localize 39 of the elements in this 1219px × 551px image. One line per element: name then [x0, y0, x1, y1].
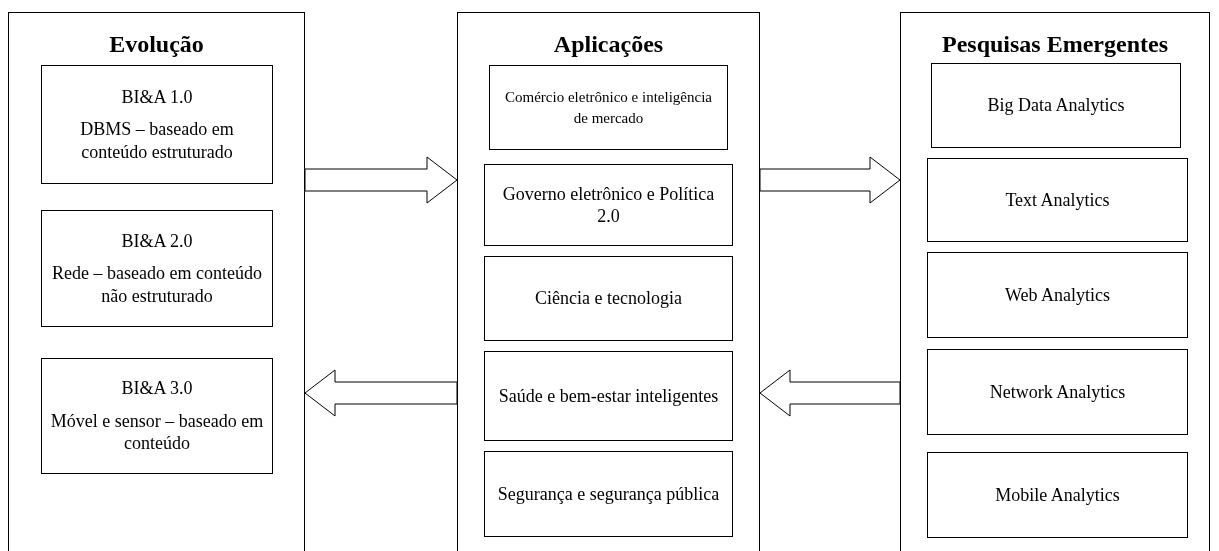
- column-panel: [8, 12, 305, 551]
- panel-title: Evolução: [109, 31, 204, 58]
- box-text: Web Analytics: [1005, 283, 1110, 307]
- text-box: [41, 358, 273, 474]
- panel-title: Pesquisas Emergentes: [942, 31, 1168, 58]
- text-box: [931, 63, 1181, 148]
- box-text: Comércio eletrônico e inteligência de mercado: [504, 88, 713, 128]
- box-text: Saúde e bem-estar inteligentes: [498, 384, 719, 408]
- text-box: [927, 452, 1188, 538]
- panel-title: Aplicações: [553, 31, 664, 58]
- box-text: Mobile Analytics: [995, 483, 1120, 507]
- box-text: Segurança e segurança pública: [497, 482, 720, 506]
- box-text: Governo eletrônico e Política 2.0: [501, 182, 716, 228]
- text-box: [489, 65, 728, 150]
- block-arrow: [304, 369, 458, 417]
- block-arrow: [759, 369, 901, 417]
- box-text: DBMS – baseado em conteúdo estruturado: [79, 118, 235, 164]
- text-box: [41, 210, 273, 327]
- text-box: [927, 252, 1188, 338]
- box-text: Móvel e sensor – baseado em conteúdo: [50, 409, 264, 455]
- block-arrow: [304, 156, 458, 204]
- text-box: [927, 349, 1188, 435]
- box-heading: BI&A 3.0: [121, 377, 193, 400]
- text-box: [41, 65, 273, 184]
- text-box: [484, 164, 733, 246]
- box-text: Rede – baseado em conteúdo não estruturado: [51, 262, 263, 308]
- text-box: [484, 256, 733, 341]
- box-heading: BI&A 2.0: [121, 229, 193, 253]
- box-text: Network Analytics: [989, 380, 1126, 404]
- text-box: [484, 351, 733, 441]
- text-box: [927, 158, 1188, 242]
- box-text: Text Analytics: [1005, 188, 1110, 212]
- block-arrow: [759, 156, 901, 204]
- column-panel: [900, 12, 1210, 551]
- column-panel: [457, 12, 760, 551]
- box-text: Ciência e tecnologia: [535, 287, 682, 310]
- box-text: Big Data Analytics: [987, 94, 1125, 117]
- text-box: [484, 451, 733, 537]
- box-heading: BI&A 1.0: [121, 85, 193, 109]
